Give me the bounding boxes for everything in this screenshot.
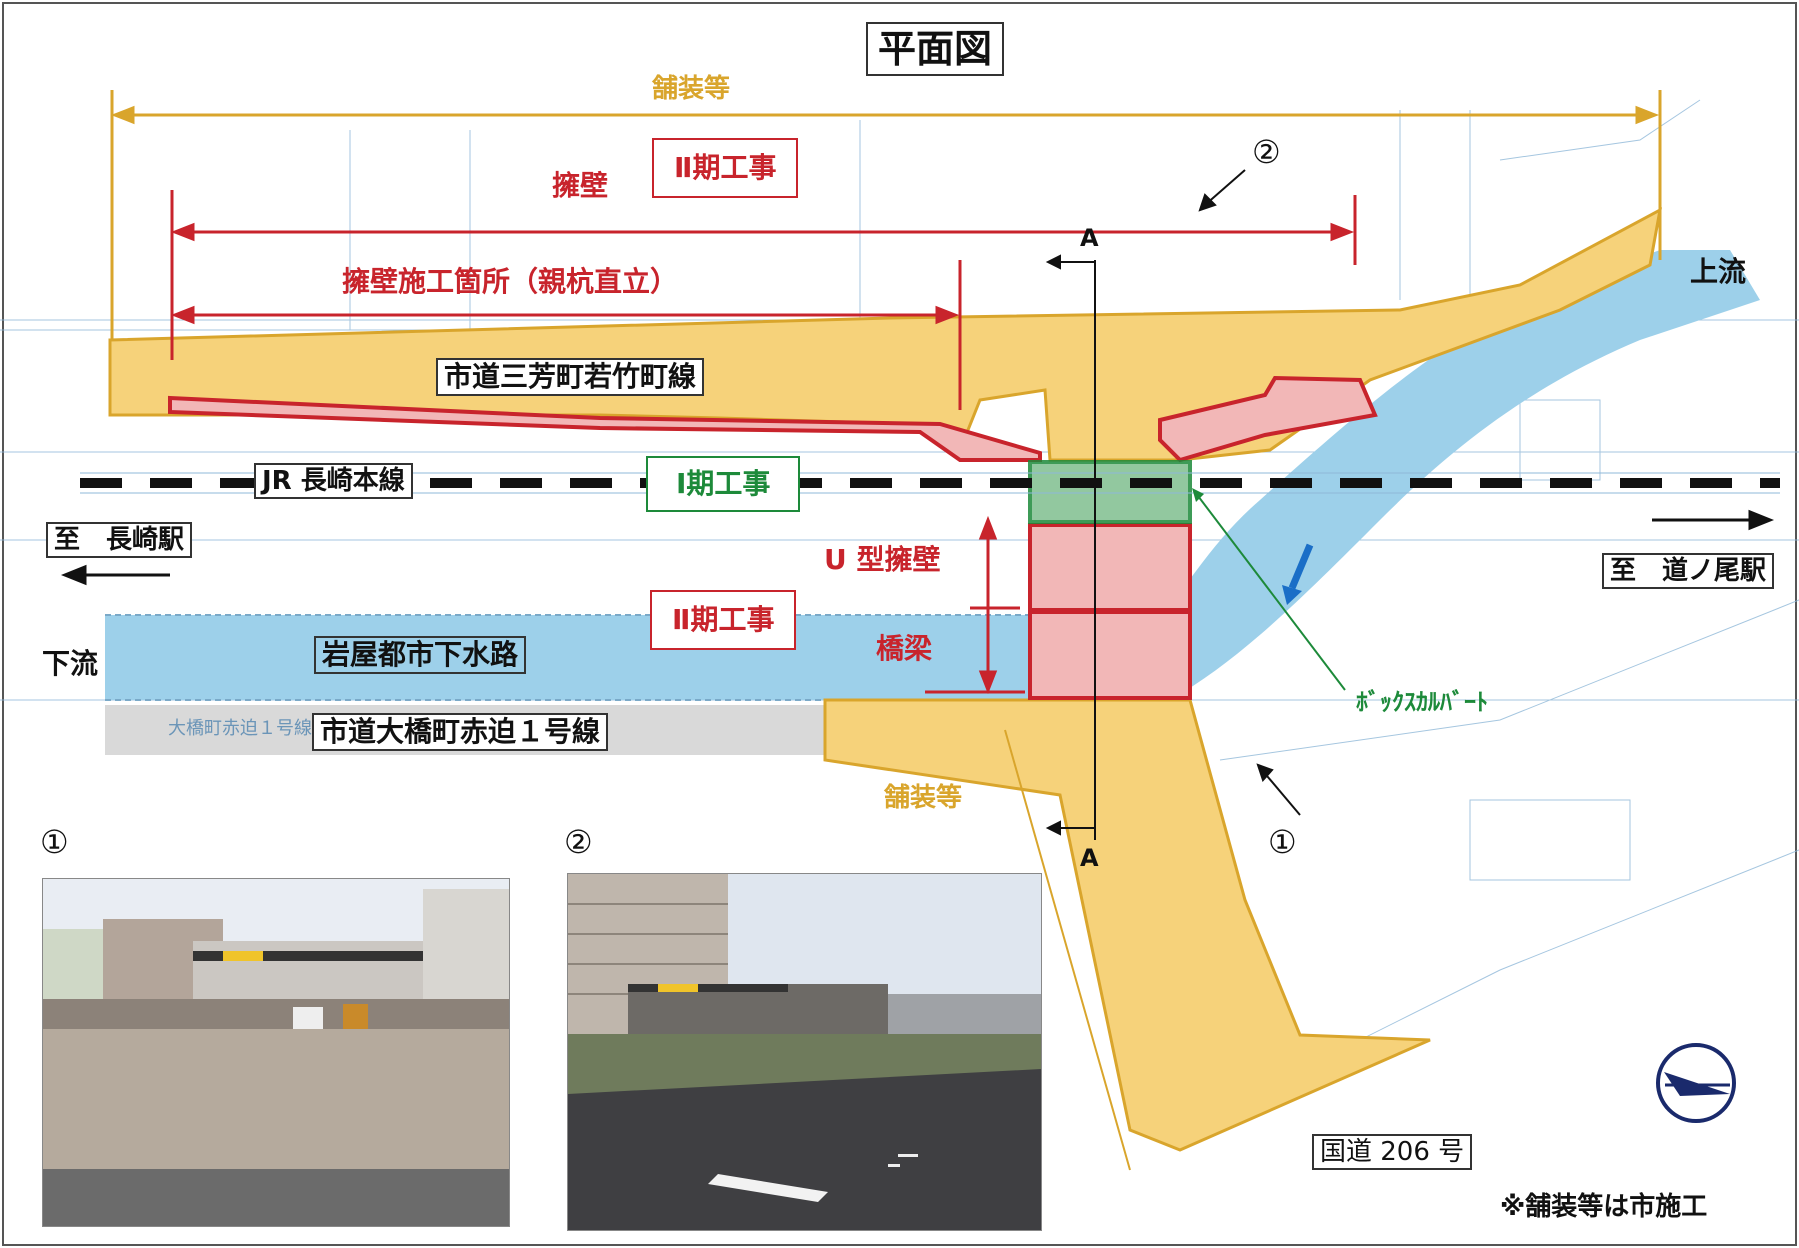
footnote: ※舗装等は市施工 (1500, 1192, 1708, 1222)
paving-bottom (823, 698, 1431, 1152)
phase2-mid-label: Ⅱ期工事 (650, 590, 797, 650)
photo-1-marker: ① (40, 823, 69, 861)
box-culvert (1028, 460, 1192, 524)
box-culvert-label: ﾎﾞｯｸｽｶﾙﾊﾞｰﾄ (1356, 688, 1488, 716)
marker-1-plan: ① (1268, 823, 1297, 861)
sewer-label: 岩屋都市下水路 (314, 636, 527, 674)
phase2-top-label: Ⅱ期工事 (652, 138, 799, 198)
marker-2-arrow (1204, 169, 1246, 206)
paving-label-bottom: 舗装等 (884, 783, 963, 813)
jr-line-label: JR 長崎本線 (254, 463, 413, 499)
section-a-bottom: A (1080, 844, 1099, 872)
section-a-line (1045, 254, 1096, 840)
paving-dimension-line (110, 90, 1662, 340)
phase1-label: Ⅰ期工事 (646, 456, 801, 512)
photo-1 (42, 878, 510, 1227)
downstream-label: 下流 (42, 647, 99, 680)
bridge-label: 橋梁 (876, 632, 933, 665)
compass-arrow-icon (1656, 1043, 1736, 1123)
to-michinoo-label: 至 道ノ尾駅 (1602, 553, 1775, 589)
paving-label-top: 舗装等 (652, 74, 731, 104)
paving-bottom-dimension-line (1004, 729, 1131, 1171)
road-bottom-label: 市道大橋町赤迫１号線 (312, 713, 609, 751)
flow-direction-arrow-icon (1288, 543, 1314, 590)
photo-2-marker: ② (564, 823, 593, 861)
retaining-wall-dimension-line (170, 190, 1357, 695)
sewer-channel (105, 615, 1105, 700)
wall-section-label: 擁壁施工箇所（親杭直立） (342, 265, 679, 298)
river-upstream (1020, 250, 1760, 715)
section-a-top: A (1080, 224, 1099, 252)
u-type-retaining-wall (1028, 523, 1192, 612)
retaining-wall-top (168, 395, 1042, 462)
upstream-label: 上流 (1690, 255, 1747, 288)
u-wall-label: U 型擁壁 (824, 543, 941, 576)
marker-1-arrow (1261, 769, 1301, 816)
marker-2-plan: ② (1252, 133, 1281, 171)
diagram-title: 平面図 (866, 22, 1005, 76)
to-nagasaki-label: 至 長崎駅 (46, 522, 193, 558)
route206-label: 国道 206 号 (1312, 1134, 1473, 1170)
retaining-wall-right (1158, 375, 1378, 463)
road-top-label: 市道三芳町若竹町線 (436, 358, 705, 396)
retaining-wall-label: 擁壁 (552, 169, 609, 202)
photo-2 (567, 873, 1042, 1231)
bridge-structure (1028, 610, 1192, 700)
box-culvert-leader (1194, 491, 1346, 691)
bottom-road-faded-label: 大橋町赤迫１号線 (168, 718, 312, 739)
